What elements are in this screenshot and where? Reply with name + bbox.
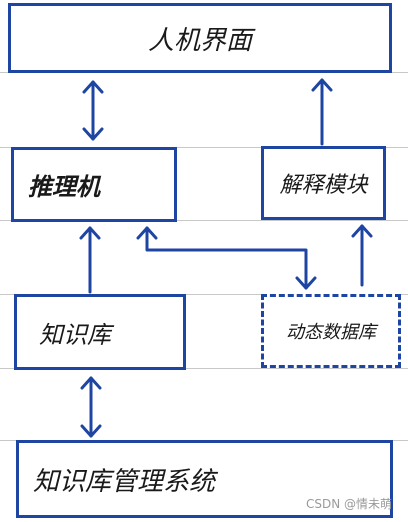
page-rule (0, 220, 408, 221)
arrowhead (351, 224, 373, 238)
explain-box: 解释模块 (261, 146, 386, 220)
hci-box: 人机界面 (8, 3, 392, 73)
dynamic-db-label: 动态数据库 (286, 322, 376, 343)
arrowhead (80, 376, 102, 390)
explain-label: 解释模块 (279, 173, 368, 198)
arrowhead (82, 80, 104, 94)
page-rule (0, 147, 408, 148)
arrowhead (295, 276, 317, 290)
page-rule (0, 368, 408, 369)
watermark: CSDN @情未萌 (305, 497, 392, 511)
inference-label: 推理机 (28, 172, 100, 201)
arrowhead (80, 424, 102, 438)
kb-box: 知识库 (14, 294, 186, 370)
inference-box: 推理机 (11, 147, 177, 222)
kbms-box: 知识库管理系统 (16, 440, 393, 518)
arrowhead (82, 127, 104, 141)
arrowhead (311, 78, 333, 92)
arrowhead (136, 226, 158, 240)
hci-label: 人机界面 (147, 25, 252, 56)
kbms-label: 知识库管理系统 (33, 466, 216, 497)
page-rule (0, 294, 408, 295)
dynamic-db-box: 动态数据库 (261, 294, 401, 368)
inference-dynamic-db-arrow (145, 226, 308, 290)
kb-label: 知识库 (39, 320, 111, 349)
arrowhead (79, 226, 101, 240)
